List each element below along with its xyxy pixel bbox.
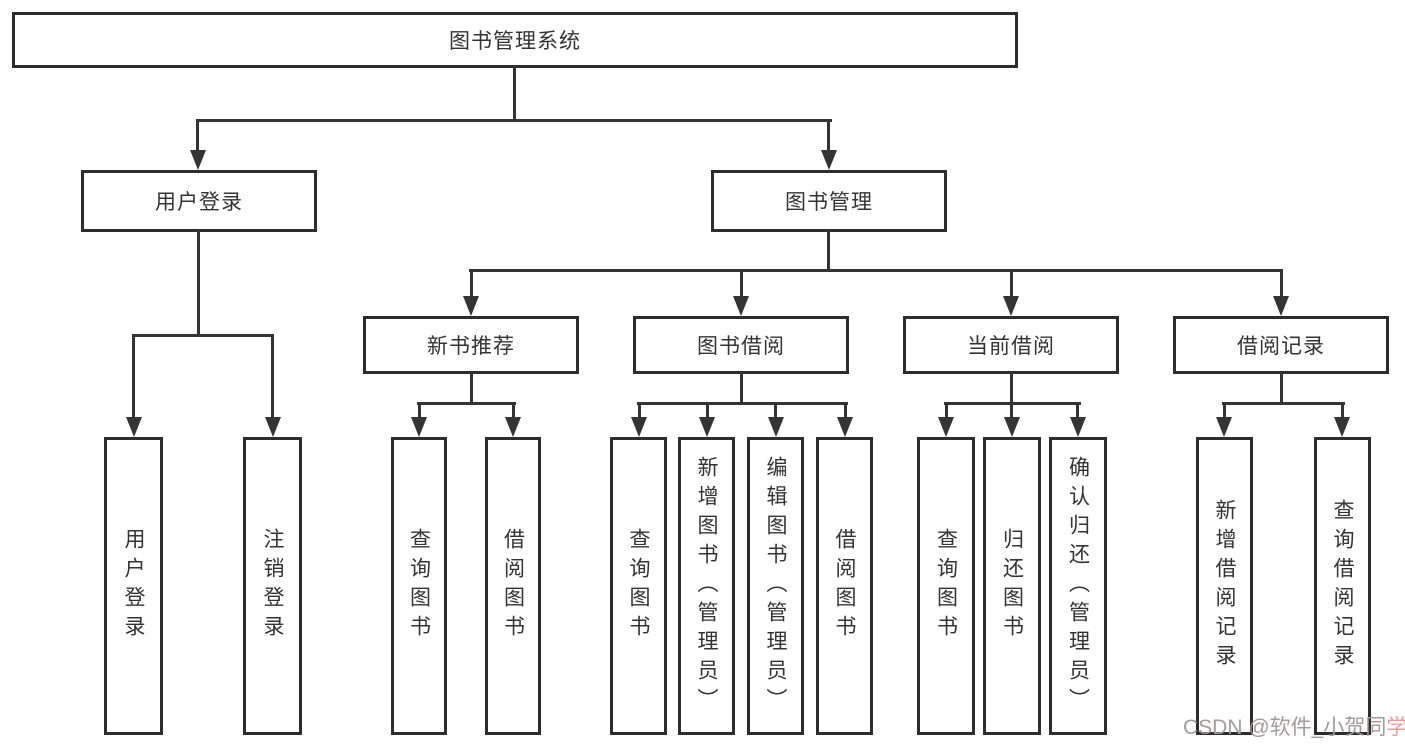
arrowhead-down-icon: [1004, 417, 1020, 437]
node-borrow-records: 借阅记录: [1173, 316, 1389, 374]
arrowhead-down-icon: [1216, 417, 1232, 437]
leaf-add-borrow-record: 新增借阅记录: [1196, 437, 1253, 735]
leaf-confirm-return-admin-label: 确认归还（管理员）: [1066, 455, 1090, 717]
connector: [271, 334, 274, 420]
leaf-query-books: 查询图书: [391, 437, 447, 735]
node-book-borrow: 图书借阅: [633, 316, 849, 374]
arrowhead-down-icon: [505, 417, 521, 437]
node-borrow-records-label: 借阅记录: [1237, 335, 1325, 358]
node-current-borrow: 当前借阅: [903, 316, 1119, 374]
watermark-text: CSDN @软件_小贺同: [1183, 716, 1387, 739]
node-root-system: 图书管理系统: [12, 12, 1018, 68]
leaf-query-borrow-record: 查询借阅记录: [1314, 437, 1371, 735]
leaf-borrow-books: 借阅图书: [485, 437, 541, 735]
leaf-query-books-3: 查询图书: [917, 437, 975, 735]
connector: [196, 119, 832, 122]
node-new-book-recommend: 新书推荐: [363, 316, 579, 374]
connector: [1223, 402, 1226, 422]
arrowhead-down-icon: [768, 417, 784, 437]
arrowhead-down-icon: [938, 417, 954, 437]
connector: [1010, 372, 1013, 405]
connector: [740, 372, 743, 405]
connector: [470, 372, 473, 405]
connector: [1010, 269, 1013, 300]
connector: [774, 402, 777, 422]
connector: [1222, 402, 1345, 405]
leaf-query-books-2-label: 查询图书: [627, 528, 651, 644]
leaf-edit-book-admin-label: 编辑图书（管理员）: [764, 455, 788, 717]
connector: [513, 66, 516, 121]
leaf-query-books-3-label: 查询图书: [934, 528, 958, 644]
arrowhead-down-icon: [126, 417, 142, 437]
arrowhead-down-icon: [1273, 296, 1289, 316]
connector: [1010, 402, 1013, 422]
arrowhead-down-icon: [265, 417, 281, 437]
leaf-logout-label: 注销登录: [261, 528, 285, 644]
csdn-watermark: CSDN @软件_小贺同学: [1183, 711, 1405, 741]
leaf-edit-book-admin: 编辑图书（管理员）: [747, 437, 804, 735]
leaf-query-books-2: 查询图书: [610, 437, 667, 735]
connector: [706, 402, 709, 422]
connector: [827, 230, 830, 272]
node-user-login: 用户登录: [81, 170, 317, 232]
leaf-confirm-return-admin: 确认归还（管理员）: [1049, 437, 1107, 735]
leaf-add-borrow-record-label: 新增借阅记录: [1213, 499, 1237, 673]
arrowhead-down-icon: [837, 417, 853, 437]
leaf-add-book-admin-label: 新增图书（管理员）: [695, 455, 719, 717]
connector: [844, 402, 847, 422]
connector: [417, 402, 516, 405]
arrowhead-down-icon: [631, 417, 647, 437]
connector: [637, 402, 848, 405]
watermark-accent-text: 学: [1386, 716, 1405, 739]
node-current-borrow-label: 当前借阅: [967, 335, 1055, 358]
connector: [827, 119, 830, 153]
leaf-return-book-label: 归还图书: [1000, 528, 1024, 644]
arrowhead-down-icon: [463, 296, 479, 316]
connector: [418, 402, 421, 422]
arrowhead-down-icon: [699, 417, 715, 437]
leaf-return-book: 归还图书: [983, 437, 1041, 735]
connector: [1076, 402, 1079, 422]
arrowhead-down-icon: [190, 150, 206, 170]
connector: [512, 402, 515, 422]
leaf-add-book-admin: 新增图书（管理员）: [678, 437, 735, 735]
node-book-management: 图书管理: [711, 170, 947, 232]
leaf-borrow-books-2-label: 借阅图书: [833, 528, 857, 644]
leaf-user-login: 用户登录: [104, 437, 163, 735]
node-root-label: 图书管理系统: [449, 30, 581, 53]
arrowhead-down-icon: [1070, 417, 1086, 437]
leaf-user-login-label: 用户登录: [122, 528, 146, 644]
arrowhead-down-icon: [411, 417, 427, 437]
leaf-borrow-books-label: 借阅图书: [501, 528, 525, 644]
connector: [1341, 402, 1344, 422]
arrowhead-down-icon: [733, 296, 749, 316]
node-book-management-label: 图书管理: [785, 191, 873, 214]
connector: [740, 269, 743, 300]
node-new-book-recommend-label: 新书推荐: [427, 335, 515, 358]
leaf-borrow-books-2: 借阅图书: [816, 437, 873, 735]
arrowhead-down-icon: [1334, 417, 1350, 437]
connector: [196, 119, 199, 153]
leaf-query-books-label: 查询图书: [407, 528, 431, 644]
connector: [1280, 372, 1283, 405]
node-book-borrow-label: 图书借阅: [697, 335, 785, 358]
node-user-login-label: 用户登录: [155, 191, 243, 214]
connector: [945, 402, 948, 422]
connector: [1280, 269, 1283, 300]
connector: [638, 402, 641, 422]
leaf-logout: 注销登录: [243, 437, 302, 735]
arrowhead-down-icon: [1003, 296, 1019, 316]
connector: [469, 269, 1283, 272]
connector: [132, 334, 274, 337]
connector: [132, 334, 135, 420]
arrowhead-down-icon: [821, 150, 837, 170]
connector: [470, 269, 473, 300]
leaf-query-borrow-record-label: 查询借阅记录: [1331, 499, 1355, 673]
connector: [197, 230, 200, 337]
